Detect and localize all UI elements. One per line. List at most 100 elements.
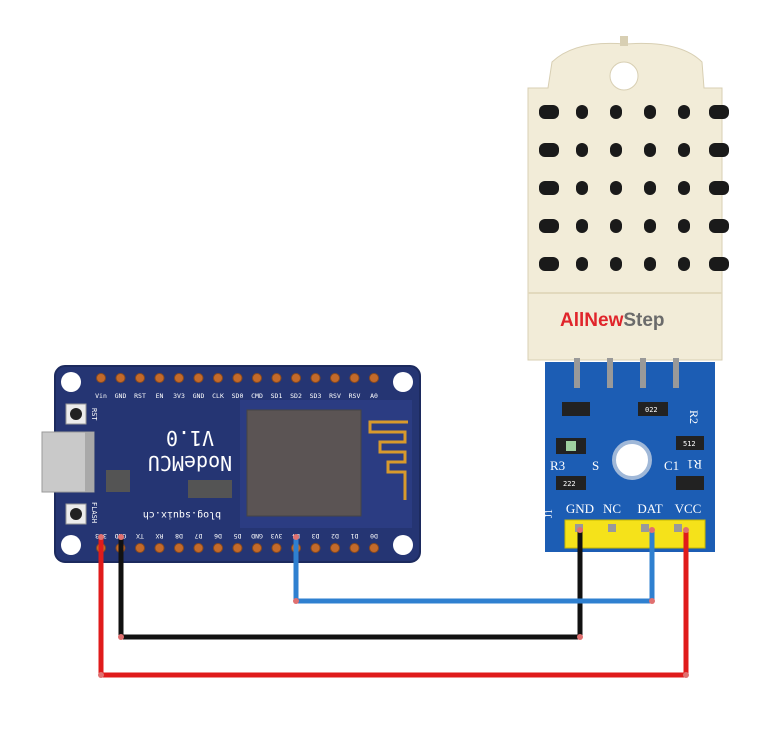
sensor-pin-vcc: VCC bbox=[675, 501, 702, 516]
smd-resistor bbox=[562, 402, 590, 416]
bottom-pin-label: GND bbox=[251, 532, 263, 540]
bottom-pin-label: D5 bbox=[234, 532, 242, 540]
top-pin-label: RST bbox=[134, 392, 146, 400]
bottom-pin-label: RX bbox=[156, 532, 164, 540]
vent-hole bbox=[539, 143, 559, 157]
esp-shield bbox=[246, 409, 362, 517]
header-pin[interactable] bbox=[174, 373, 184, 383]
top-pin-label: CMD bbox=[251, 392, 263, 400]
brand-part-step: Step bbox=[623, 310, 664, 331]
s-label: S bbox=[592, 458, 599, 473]
vent-hole bbox=[709, 105, 729, 119]
bottom-pin-label: D1 bbox=[351, 532, 359, 540]
header-pin[interactable] bbox=[291, 373, 301, 383]
top-pin-label: RSV bbox=[349, 392, 361, 400]
header-pin[interactable] bbox=[252, 543, 262, 553]
header-pin[interactable] bbox=[330, 373, 340, 383]
vent-hole bbox=[644, 257, 656, 271]
mount-hole bbox=[612, 440, 652, 480]
vent-hole bbox=[539, 105, 559, 119]
r1-label: R1 bbox=[687, 457, 702, 472]
header-pin[interactable] bbox=[213, 543, 223, 553]
usb-uart-chip bbox=[188, 480, 232, 498]
header-pin[interactable] bbox=[135, 543, 145, 553]
header-pin[interactable] bbox=[252, 373, 262, 383]
vent-hole bbox=[539, 181, 559, 195]
header-pin[interactable] bbox=[154, 373, 165, 383]
vent-hole bbox=[539, 257, 559, 271]
res-code: 022 bbox=[645, 406, 658, 414]
header-pin[interactable] bbox=[310, 543, 321, 553]
top-pin-label: Vin bbox=[95, 392, 107, 400]
rst-label: RST bbox=[90, 408, 98, 421]
vent-hole bbox=[576, 105, 588, 119]
sensor-pin-gnd: GND bbox=[566, 501, 594, 516]
header-pin[interactable] bbox=[193, 373, 204, 383]
sensor-pin-dat: DAT bbox=[637, 501, 662, 516]
header-pin[interactable] bbox=[115, 373, 126, 383]
top-pin-label: SD3 bbox=[310, 392, 322, 400]
top-pin-label: CLK bbox=[212, 392, 224, 400]
sensor-housing bbox=[527, 42, 723, 361]
header-pin[interactable] bbox=[369, 373, 379, 383]
website-label: blog.squix.ch bbox=[143, 509, 221, 520]
top-pin-label: SD0 bbox=[232, 392, 244, 400]
header-pin[interactable] bbox=[271, 373, 282, 383]
mount-hole bbox=[393, 372, 413, 392]
bottom-pin-label: D8 bbox=[175, 532, 183, 540]
vent-hole bbox=[709, 257, 729, 271]
bottom-pin-label: D6 bbox=[214, 532, 222, 540]
header-pin[interactable] bbox=[349, 543, 360, 553]
smd-resistor bbox=[676, 436, 704, 450]
vent-hole bbox=[678, 257, 690, 271]
header-pin[interactable] bbox=[213, 373, 223, 383]
vent-grid bbox=[539, 105, 729, 271]
wire-joints bbox=[98, 527, 689, 678]
wire-d4-dat[interactable] bbox=[293, 530, 655, 604]
smd-resistor bbox=[638, 402, 668, 416]
vent-hole bbox=[644, 181, 656, 195]
wire-3v3-vcc[interactable] bbox=[98, 530, 689, 678]
header-pin[interactable] bbox=[232, 373, 243, 383]
top-pin-label: SD2 bbox=[290, 392, 302, 400]
vent-hole bbox=[709, 181, 729, 195]
nodemcu-board: RST FLASH V1.0 NodeMCU blog.squix.ch Vin… bbox=[41, 365, 421, 563]
header-pin[interactable] bbox=[232, 543, 243, 553]
header-pin[interactable] bbox=[135, 373, 145, 383]
vent-hole bbox=[539, 219, 559, 233]
header-pin[interactable] bbox=[271, 543, 282, 553]
header-pin[interactable] bbox=[174, 543, 184, 553]
vent-hole bbox=[576, 181, 588, 195]
smd-capacitor bbox=[676, 476, 704, 490]
header-pin[interactable] bbox=[96, 373, 106, 383]
header-pin[interactable] bbox=[349, 373, 360, 383]
header-pin[interactable] bbox=[369, 543, 379, 553]
brand-label: AllNewStep bbox=[560, 310, 665, 331]
vent-hole bbox=[678, 181, 690, 195]
header-pin[interactable] bbox=[193, 543, 204, 553]
sensor-legs bbox=[574, 358, 679, 388]
vent-hole bbox=[576, 257, 588, 271]
header-pin[interactable] bbox=[330, 543, 340, 553]
board-title: NodeMCU bbox=[148, 451, 232, 475]
top-pin-label: EN bbox=[156, 392, 164, 400]
bottom-pin-label: D3 bbox=[312, 532, 320, 540]
top-pin-label: GND bbox=[193, 392, 205, 400]
vent-hole bbox=[678, 219, 690, 233]
c1-label: C1 bbox=[664, 458, 679, 473]
top-pin-label: SD1 bbox=[271, 392, 283, 400]
wire-gnd-gnd[interactable] bbox=[118, 530, 583, 640]
vent-hole bbox=[709, 143, 729, 157]
vent-hole bbox=[644, 219, 656, 233]
vent-hole bbox=[576, 219, 588, 233]
wires bbox=[98, 527, 689, 678]
mount-hole bbox=[393, 535, 413, 555]
vent-hole bbox=[610, 105, 622, 119]
vent-hole bbox=[644, 105, 656, 119]
flash-label: FLASH bbox=[90, 502, 98, 523]
header-pin[interactable] bbox=[154, 543, 165, 553]
header-pin[interactable] bbox=[310, 373, 321, 383]
